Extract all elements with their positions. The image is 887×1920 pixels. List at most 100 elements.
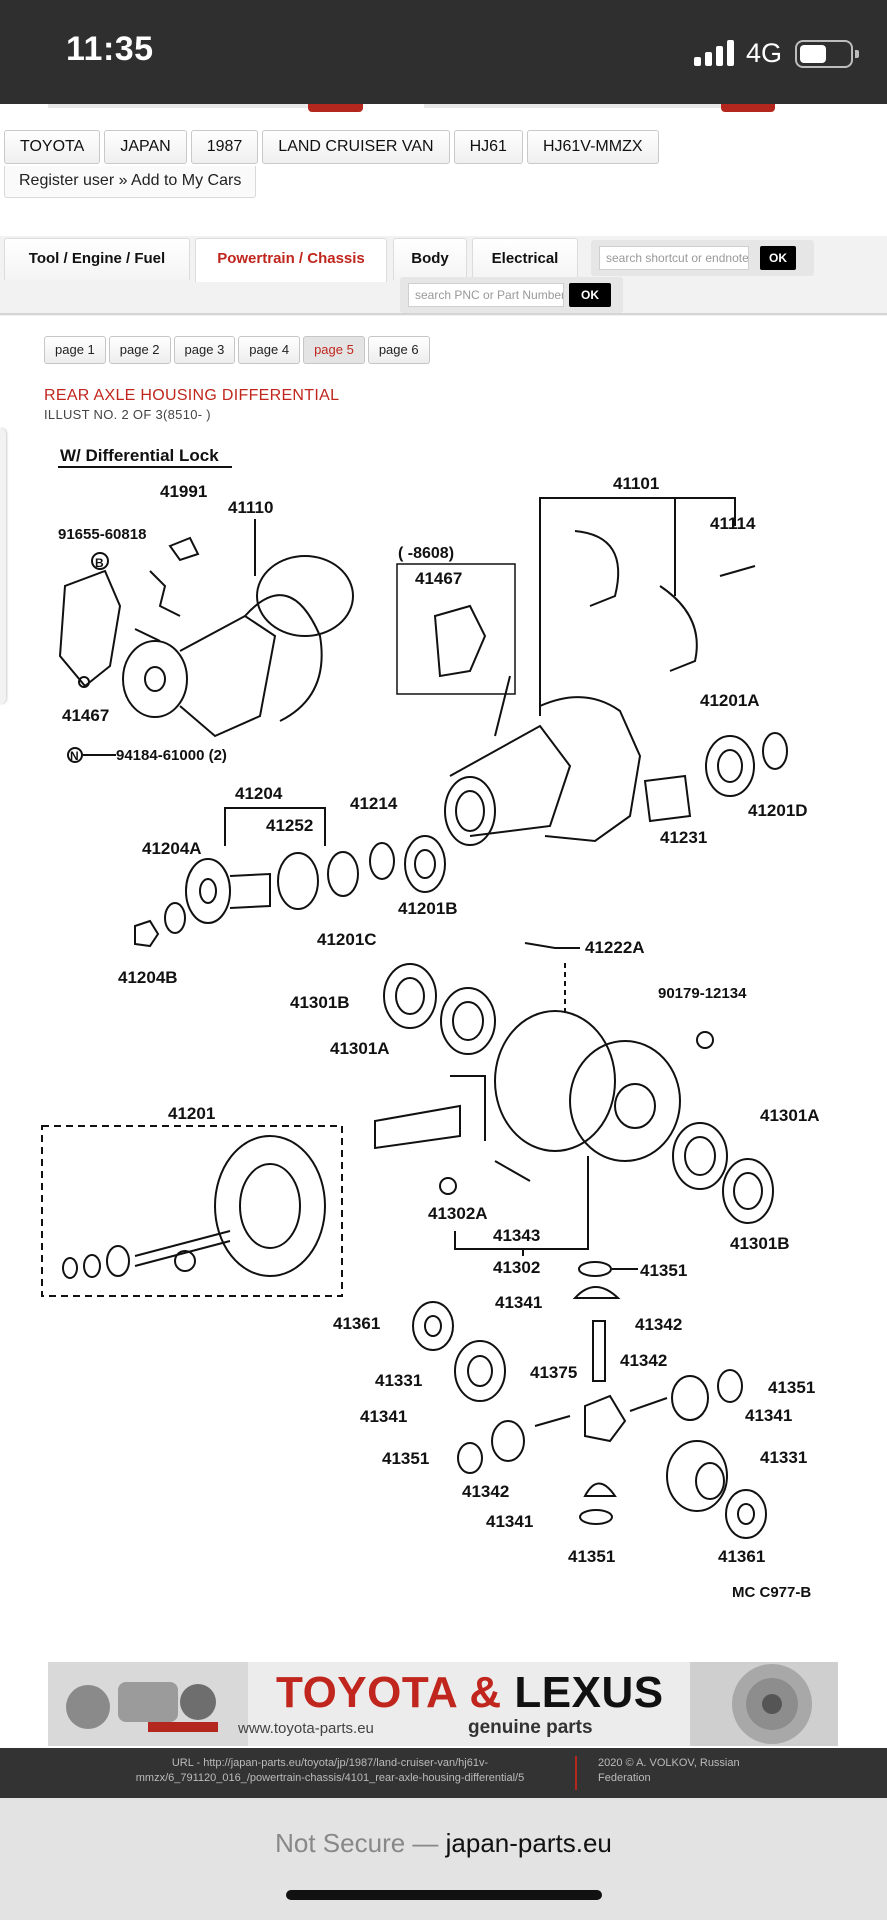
domain-label: japan-parts.eu xyxy=(445,1828,612,1858)
carrier-assembly-drawing xyxy=(58,536,354,738)
label-41991: 41991 xyxy=(160,482,207,501)
tab-electrical[interactable]: Electrical xyxy=(472,238,578,280)
label-41201A: 41201A xyxy=(700,691,760,710)
breadcrumb-model[interactable]: LAND CRUISER VAN xyxy=(262,130,450,164)
label-41302A: 41302A xyxy=(428,1204,488,1223)
label-41341-a: 41341 xyxy=(495,1293,542,1312)
label-41467-a: 41467 xyxy=(62,706,109,725)
top-toolbar-remnant xyxy=(0,104,887,112)
label-41214: 41214 xyxy=(350,794,398,813)
label-41204: 41204 xyxy=(235,784,283,803)
label-41342-b: 41342 xyxy=(620,1351,667,1370)
pnc-search-input[interactable]: search PNC or Part Number xyxy=(408,283,564,307)
breadcrumb-make[interactable]: TOYOTA xyxy=(4,130,101,164)
pnc-ok-button[interactable]: OK xyxy=(569,283,611,307)
home-indicator[interactable] xyxy=(286,1890,602,1900)
label-41301A-b: 41301A xyxy=(760,1106,820,1125)
axle-housing-drawing xyxy=(444,675,642,846)
label-91655-60818: 91655-60818 xyxy=(58,526,146,543)
banner-brand: TOYOTA & LEXUS xyxy=(276,1668,664,1718)
label-41351-b: 41351 xyxy=(768,1378,815,1397)
page-1-button[interactable]: page 1 xyxy=(44,336,106,364)
page-title: REAR AXLE HOUSING DIFFERENTIAL xyxy=(44,387,340,404)
category-tabbar: Tool / Engine / Fuel Powertrain / Chassi… xyxy=(0,236,887,316)
parts-photo-left xyxy=(48,1662,248,1746)
label-41231: 41231 xyxy=(660,828,707,847)
page-6-button[interactable]: page 6 xyxy=(367,336,430,364)
brand-amp: & xyxy=(456,1668,515,1717)
browser-address-bar[interactable]: Not Secure — japan-parts.eu xyxy=(0,1798,887,1920)
label-41467-b: 41467 xyxy=(415,569,462,588)
footer-copyright: 2020 © A. VOLKOV, Russian Federation xyxy=(598,1757,740,1784)
brand-lexus: LEXUS xyxy=(514,1668,664,1717)
tab-body[interactable]: Body xyxy=(393,238,467,280)
brand-toyota: TOYOTA xyxy=(276,1668,457,1717)
label-41331-a: 41331 xyxy=(375,1371,422,1390)
label-41301B-a: 41301B xyxy=(290,993,350,1012)
page-footer: URL - http://japan-parts.eu/toyota/jp/19… xyxy=(0,1748,887,1798)
label-41341-c: 41341 xyxy=(745,1406,792,1425)
breadcrumb-market[interactable]: JAPAN xyxy=(104,130,187,164)
label-94184-61000: 94184-61000 (2) xyxy=(116,747,227,764)
tab-tool-engine-fuel[interactable]: Tool / Engine / Fuel xyxy=(4,238,190,280)
breadcrumb-variant[interactable]: HJ61V-MMZX xyxy=(526,130,659,164)
label-90179-12134: 90179-12134 xyxy=(658,985,747,1002)
label-41302: 41302 xyxy=(493,1258,540,1277)
toyota-lexus-banner[interactable]: TOYOTA & LEXUS www.toyota-parts.eu genui… xyxy=(48,1662,838,1746)
breadcrumb-year[interactable]: 1987 xyxy=(190,130,259,164)
label-41204B: 41204B xyxy=(118,968,178,987)
label-N: N xyxy=(70,749,79,763)
tab-divider xyxy=(0,313,887,315)
pagination: page 1 page 2 page 3 page 4 page 5 page … xyxy=(44,336,430,364)
tab-powertrain-chassis[interactable]: Powertrain / Chassis xyxy=(195,238,387,282)
label-41361-b: 41361 xyxy=(718,1547,765,1566)
signal-icon xyxy=(694,40,736,66)
label-41204A: 41204A xyxy=(142,839,202,858)
parts-diagram: W/ Differential Lock 41991 41110 91655-6… xyxy=(30,436,860,1608)
differential-case-drawing xyxy=(374,1010,681,1162)
label-41301A-a: 41301A xyxy=(330,1039,390,1058)
label-41110: 41110 xyxy=(228,498,273,517)
side-drawer-edge[interactable] xyxy=(0,428,6,704)
label-41252: 41252 xyxy=(266,816,313,835)
label-41351-c: 41351 xyxy=(382,1449,429,1468)
label-41375: 41375 xyxy=(530,1363,577,1382)
register-link[interactable]: Register user » Add to My Cars xyxy=(4,166,257,198)
not-secure-label: Not Secure — xyxy=(275,1828,446,1858)
diagram-heading: W/ Differential Lock xyxy=(60,446,219,465)
label-41201B: 41201B xyxy=(398,899,458,918)
page-4-button[interactable]: page 4 xyxy=(238,336,301,364)
footer-url: URL - http://japan-parts.eu/toyota/jp/19… xyxy=(135,1757,525,1784)
breadcrumb: TOYOTA JAPAN 1987 LAND CRUISER VAN HJ61 … xyxy=(4,130,659,164)
address-bar-text[interactable]: Not Secure — japan-parts.eu xyxy=(0,1828,887,1859)
shortcut-search-input[interactable]: search shortcut or endnote xyxy=(599,246,749,270)
label-41342-a: 41342 xyxy=(635,1315,682,1334)
breadcrumb-series[interactable]: HJ61 xyxy=(453,130,523,164)
label-41222A: 41222A xyxy=(585,938,645,957)
shortcut-search: search shortcut or endnote OK xyxy=(591,240,814,276)
network-type: 4G xyxy=(746,38,783,68)
label-41341-b: 41341 xyxy=(360,1407,407,1426)
page-2-button[interactable]: page 2 xyxy=(108,336,171,364)
label-41351-a: 41351 xyxy=(640,1261,687,1280)
label-41201D: 41201D xyxy=(748,801,808,820)
label-41201C: 41201C xyxy=(317,930,377,949)
banner-url: www.toyota-parts.eu xyxy=(238,1720,374,1737)
banner-tagline: genuine parts xyxy=(468,1717,593,1738)
label-41201: 41201 xyxy=(168,1104,215,1123)
fan-clutch-photo xyxy=(690,1662,838,1746)
parts-diagram-svg: W/ Differential Lock 41991 41110 91655-6… xyxy=(41,446,820,1601)
label-41331-b: 41331 xyxy=(760,1448,807,1467)
label-41361-a: 41361 xyxy=(333,1314,380,1333)
page-3-button[interactable]: page 3 xyxy=(173,336,236,364)
shortcut-ok-button[interactable]: OK xyxy=(760,246,796,270)
label-41342-c: 41342 xyxy=(462,1482,509,1501)
footer-separator xyxy=(575,1756,577,1790)
page-subtitle: ILLUST NO. 2 OF 3(8510- ) xyxy=(44,407,211,422)
label-B: B xyxy=(95,556,104,570)
page-5-button[interactable]: page 5 xyxy=(303,336,365,364)
label-41301B-b: 41301B xyxy=(730,1234,790,1253)
pnc-search: search PNC or Part Number OK xyxy=(400,277,623,313)
label-8608: ( -8608) xyxy=(398,545,454,562)
